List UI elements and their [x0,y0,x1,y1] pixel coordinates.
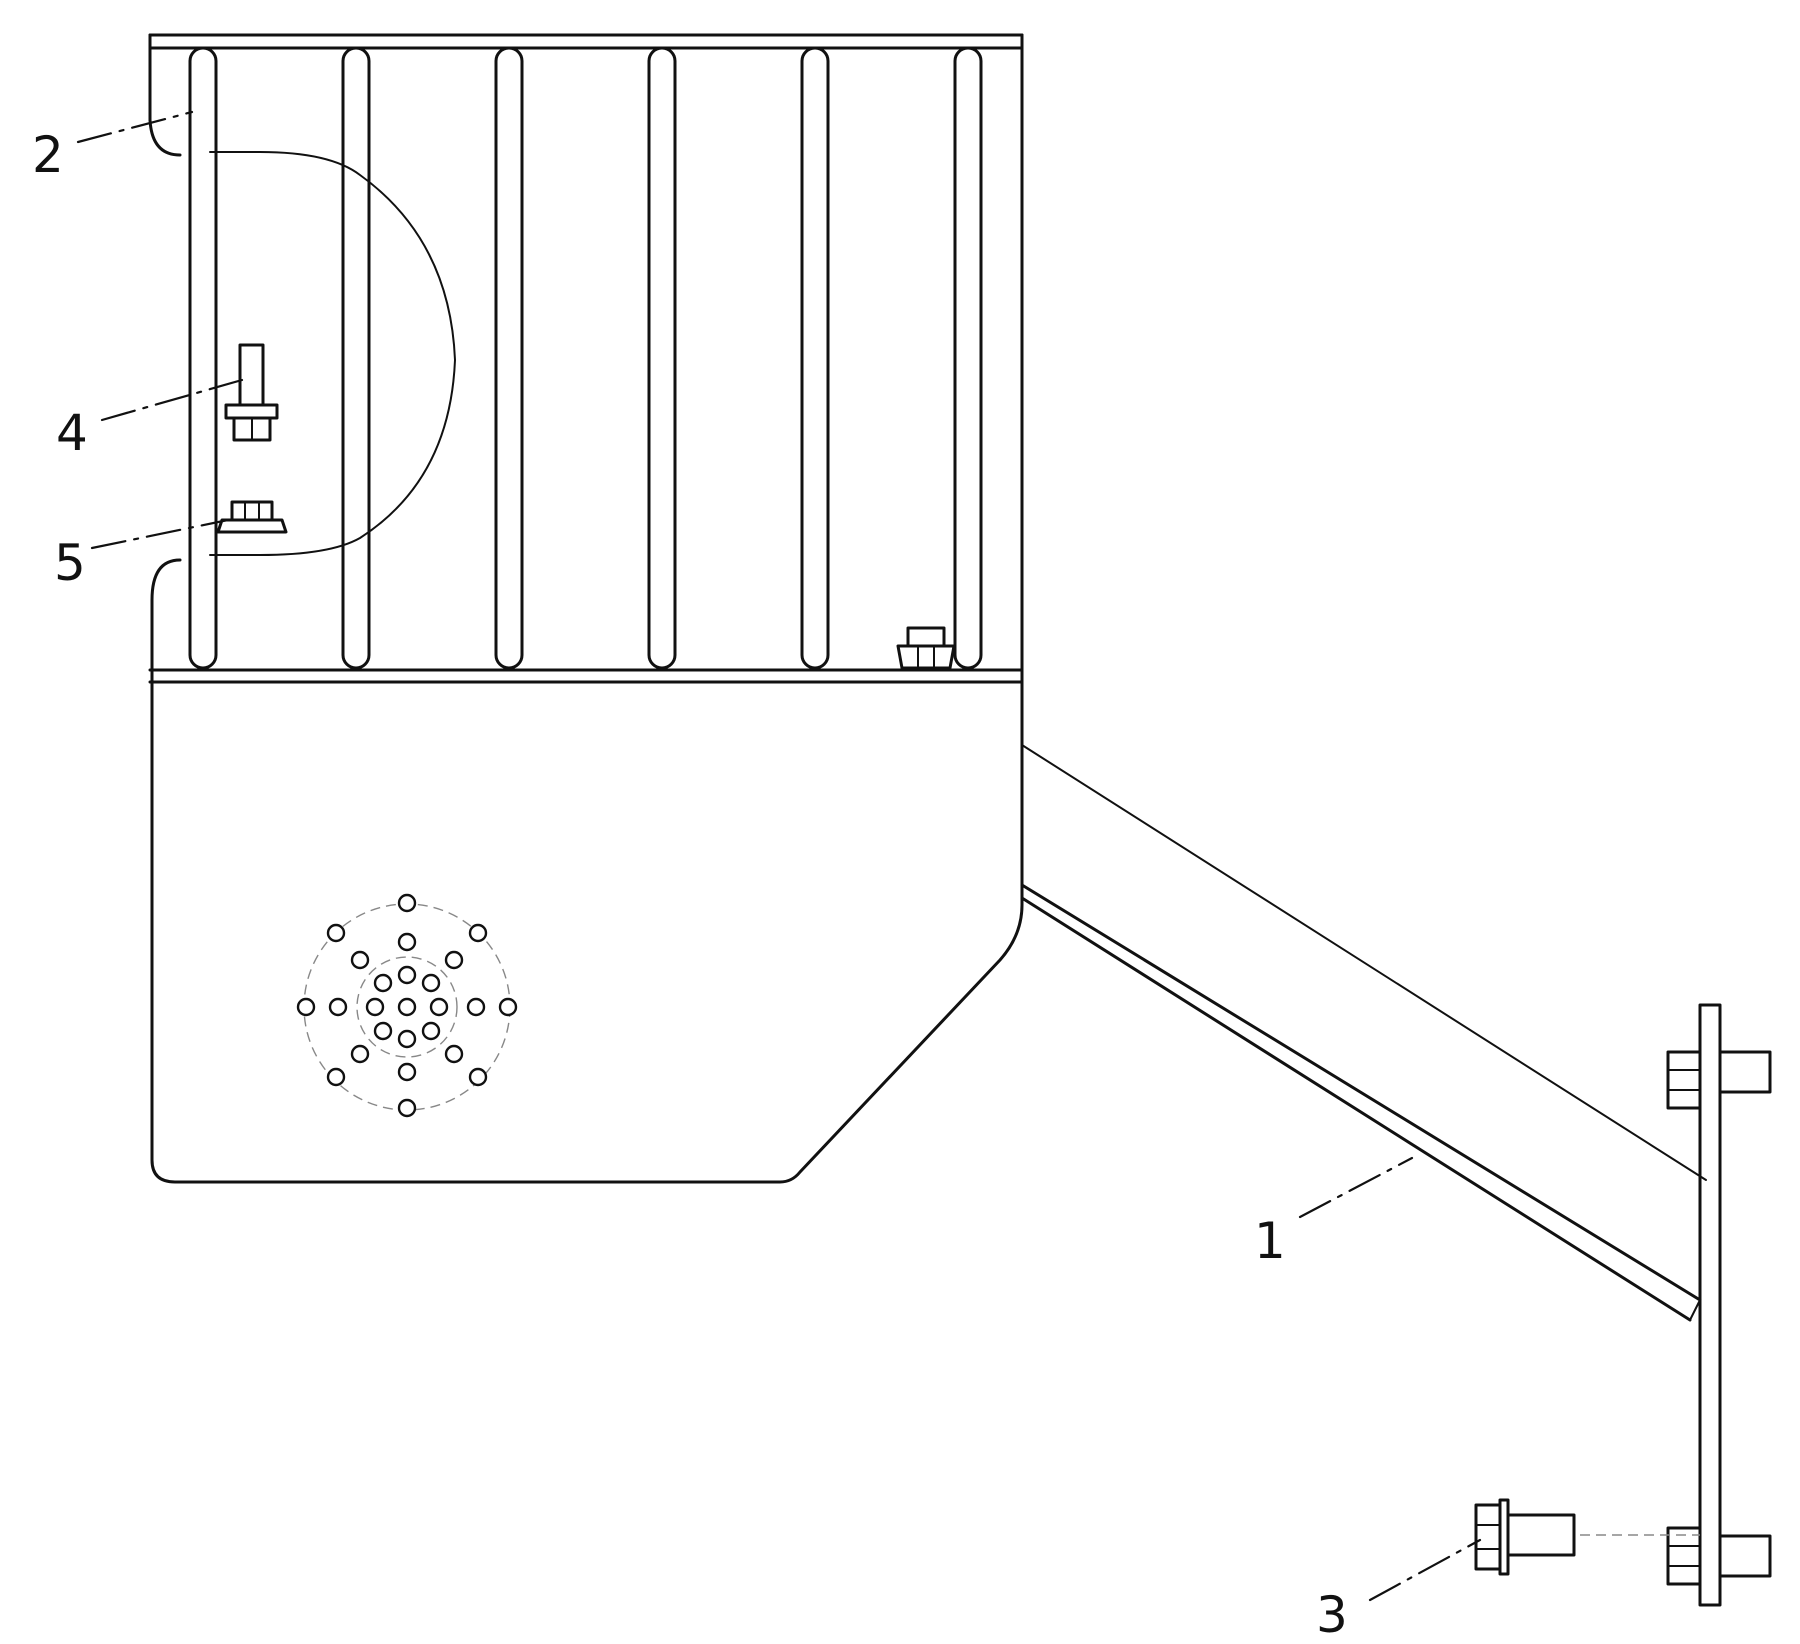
leader-3 [1368,1538,1482,1602]
leader-4 [100,378,244,422]
bolt-4 [224,343,279,442]
lower-plate [150,680,1024,1184]
hole-pattern [296,893,518,1118]
leader-2 [76,110,194,144]
leader-5 [90,518,230,550]
rail-nut [896,626,956,670]
slat [188,46,218,670]
callout-4: 4 [56,404,88,462]
callout-1: 1 [1254,1212,1286,1270]
leader-1 [1298,1156,1414,1219]
mounting-plate [1666,1003,1772,1607]
callout-3: 3 [1316,1586,1348,1644]
slat [494,46,524,670]
nut-5 [216,500,288,534]
angled-arm [1020,744,1707,1322]
slat [800,46,830,670]
callout-5: 5 [54,534,86,592]
callout-2: 2 [32,126,64,184]
half-round-plate [209,151,457,556]
bolt-3 [1474,1498,1700,1576]
grille-slats [188,46,983,670]
slat [341,46,371,670]
slat [647,46,677,670]
leader-lines [76,110,1482,1602]
slat [953,46,983,670]
upper-frame [148,33,1024,684]
